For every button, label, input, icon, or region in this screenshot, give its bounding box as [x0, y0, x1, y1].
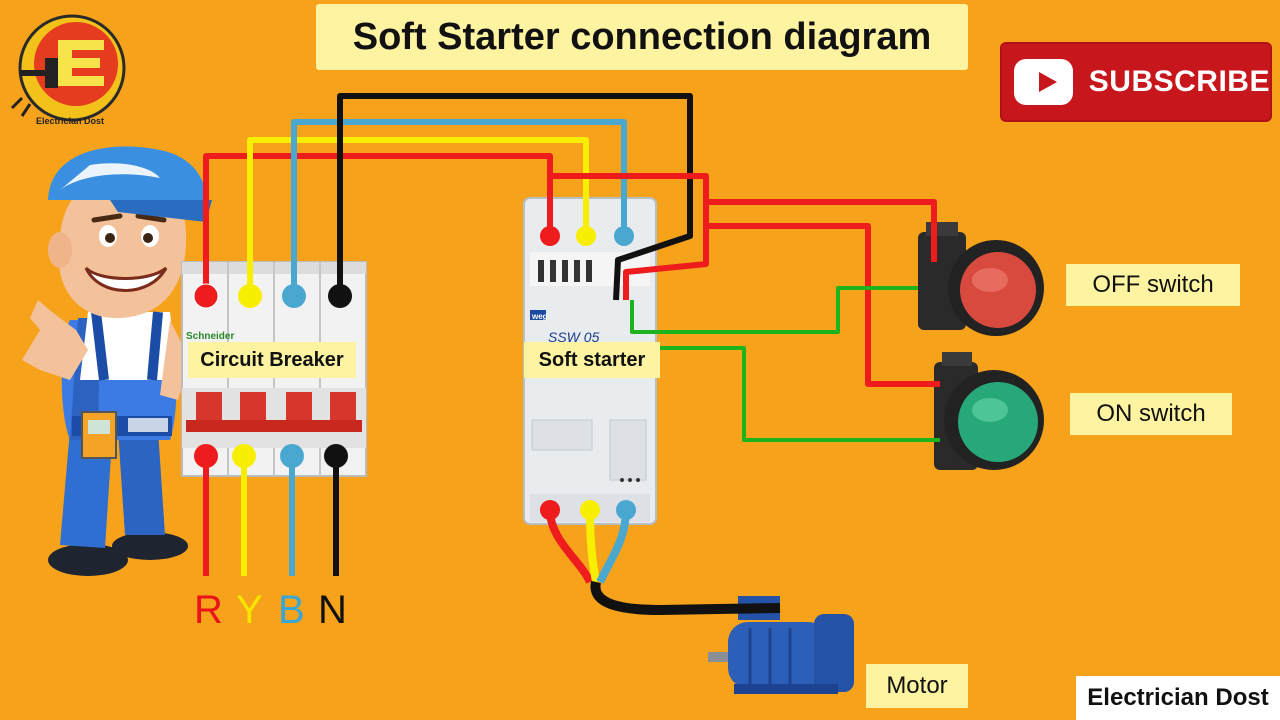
wire-green-off-switch	[630, 286, 918, 334]
breaker-top-terminals	[193, 283, 352, 309]
soft-starter-model: SSW 05	[548, 329, 600, 345]
on-switch-label: ON switch	[1070, 393, 1232, 435]
wire-black-input	[337, 93, 693, 301]
off-switch-label: OFF switch	[1066, 264, 1240, 306]
on-push-button	[934, 352, 1044, 470]
motor-label: Motor	[866, 664, 968, 708]
electrician-character-illustration	[22, 146, 212, 576]
phase-label-r: R	[194, 588, 223, 632]
wire-red-control	[550, 173, 709, 300]
soft-starter-output-terminals	[540, 500, 636, 520]
soft-starter-label: Soft starter	[524, 342, 660, 378]
wire-red-input	[203, 153, 553, 296]
subscribe-button[interactable]: SUBSCRIBE	[1002, 44, 1270, 120]
soft-starter-input-terminals	[540, 226, 634, 246]
off-push-button	[918, 222, 1044, 336]
logo-text: Electrician Dost	[36, 116, 105, 126]
youtube-play-icon	[1014, 59, 1073, 105]
breaker-brand: Schneider	[186, 331, 234, 342]
phase-label-b: B	[278, 588, 305, 632]
wiring	[203, 93, 940, 615]
wire-red-on-switch	[706, 223, 940, 387]
circuit-breaker-label: Circuit Breaker	[188, 342, 356, 378]
page-title: Soft Starter connection diagram	[316, 4, 968, 70]
soft-starter-brand: weg	[531, 312, 548, 321]
brand-footer: Electrician Dost	[1076, 676, 1280, 720]
wire-green-on-switch	[634, 346, 940, 442]
electrician-dost-logo-icon	[10, 14, 126, 122]
wire-red-off-switch	[706, 199, 937, 262]
subscribe-label: SUBSCRIBE	[1088, 65, 1270, 98]
breaker-bottom-terminals	[194, 444, 348, 468]
wire-black-motor	[590, 580, 781, 615]
wire-yellow-input	[247, 137, 589, 296]
phase-label-n: N	[318, 588, 347, 632]
phase-label-y: Y	[236, 588, 263, 632]
